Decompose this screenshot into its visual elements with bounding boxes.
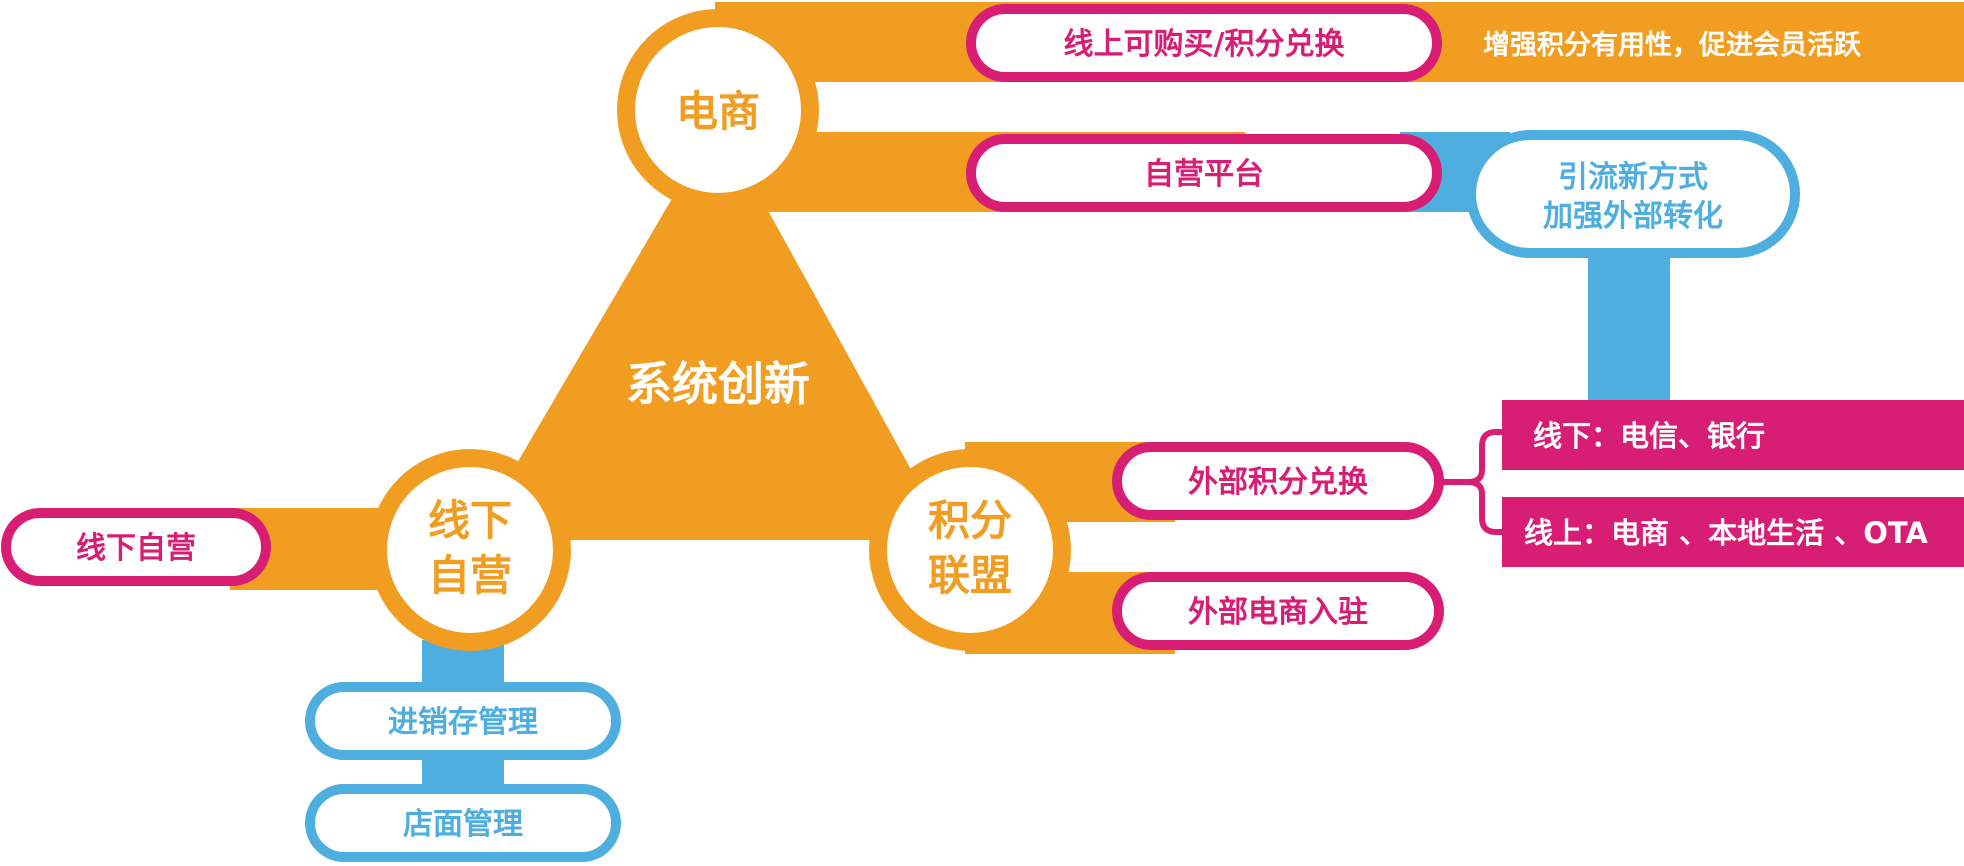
new-traffic-label-line1: 引流新方式 (1558, 160, 1708, 195)
center-triangle (472, 120, 950, 540)
alliance-hub[interactable] (869, 449, 1071, 651)
inventory-pill[interactable] (305, 682, 621, 760)
external-redeem-pill[interactable] (1112, 442, 1444, 520)
new-traffic-label-line2: 加强外部转化 (1543, 199, 1723, 234)
offline-hub-label-line1: 线下 (428, 496, 512, 545)
alliance-hub-label-line2: 联盟 (928, 551, 1012, 600)
ecommerce-hub-label: 电商 (676, 87, 760, 136)
offline-left-pill[interactable] (1, 508, 271, 586)
alliance-hub-label-line1: 积分 (928, 496, 1012, 545)
buy-redeem-pill[interactable] (966, 4, 1442, 82)
ecommerce-hub[interactable] (617, 9, 819, 211)
inventory-label: 进销存管理 (388, 705, 538, 740)
buy-redeem-note: 增强积分有用性，促进会员活跃 (1483, 29, 1862, 61)
external-ecommerce-label: 外部电商入驻 (1188, 595, 1368, 630)
offline-hub-label-line2: 自营 (428, 551, 512, 600)
center-label: 系统创新 (626, 357, 810, 411)
online-partners-bar (1502, 497, 1964, 567)
offline-hub[interactable] (369, 449, 571, 651)
online-partners-label: 线上：电商 、本地生活 、OTA (1524, 516, 1928, 550)
offline-left-label: 线下自营 (76, 531, 196, 566)
offline-partners-bar (1502, 400, 1964, 470)
traffic-vertical-connector (1588, 245, 1670, 400)
store-label: 店面管理 (403, 807, 523, 842)
store-pill[interactable] (305, 784, 621, 862)
self-platform-label: 自营平台 (1144, 157, 1264, 192)
offline-partners-label: 线下：电信、银行 (1533, 419, 1765, 453)
new-traffic-pill[interactable] (1466, 130, 1800, 258)
buy-redeem-label: 线上可购买/积分兑换 (1064, 27, 1346, 62)
partners-brace (1441, 429, 1505, 535)
self-platform-pill[interactable] (966, 134, 1442, 212)
external-redeem-label: 外部积分兑换 (1188, 465, 1369, 500)
external-ecommerce-pill[interactable] (1112, 572, 1444, 650)
